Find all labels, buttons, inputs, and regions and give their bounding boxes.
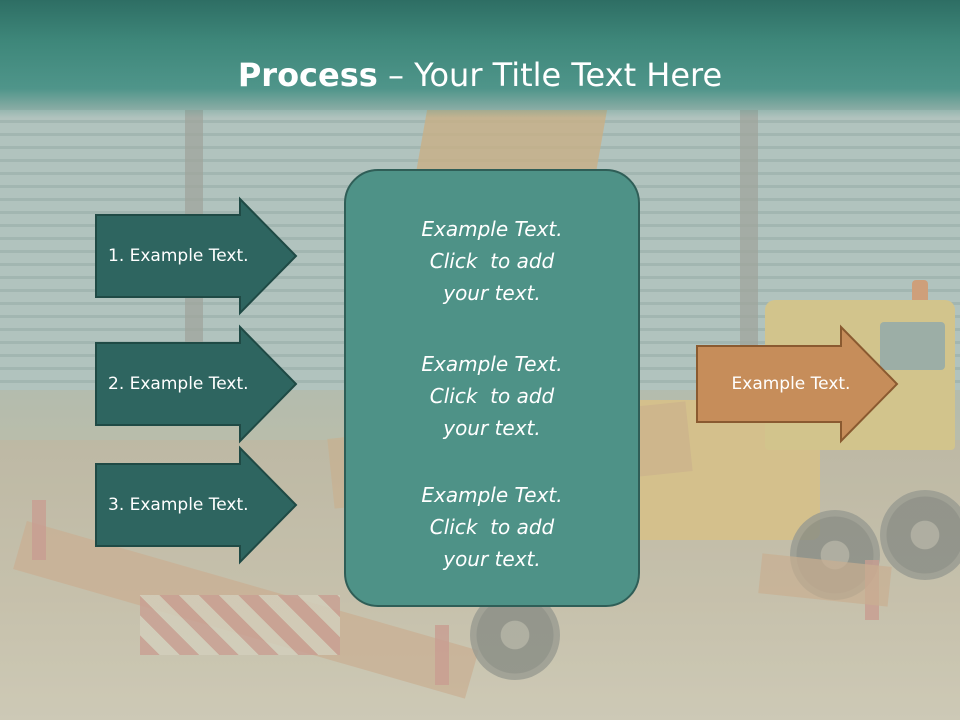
outrigger-jack: [435, 625, 449, 685]
slide-title[interactable]: Process – Your Title Text Here: [0, 50, 960, 100]
arrow-shape: [95, 196, 298, 316]
step-label: 1. Example Text.: [108, 246, 249, 266]
result-label: Example Text.: [731, 374, 851, 394]
panel-line: your text.: [443, 416, 541, 440]
panel-line: Click to add: [429, 384, 555, 408]
arrow-shape: [95, 445, 298, 565]
result-arrow[interactable]: Example Text.: [696, 324, 899, 444]
panel-line: Click to add: [429, 515, 555, 539]
panel-line: Example Text.: [421, 217, 563, 241]
step-arrow-2[interactable]: 2. Example Text.: [95, 324, 298, 444]
arrow-polygon: [95, 324, 298, 444]
panel-line: Example Text.: [421, 483, 563, 507]
slide-title-rest: – Your Title Text Here: [377, 56, 723, 94]
slide-title-strong: Process: [237, 56, 378, 94]
truck-wheel: [880, 490, 960, 580]
step-label: 3. Example Text.: [108, 495, 249, 515]
step-arrow-1[interactable]: 1. Example Text.: [95, 196, 298, 316]
arrow-polygon: [696, 324, 899, 444]
panel-line: Example Text.: [421, 352, 563, 376]
title-bar: [0, 0, 960, 118]
beacon-light: [912, 280, 928, 300]
arrow-polygon: [95, 196, 298, 316]
panel-text-block-2[interactable]: Example Text. Click to add your text.: [346, 348, 638, 444]
hazard-stripes: [140, 595, 340, 655]
outrigger-jack: [32, 500, 46, 560]
panel-line: your text.: [443, 547, 541, 571]
step-arrow-3[interactable]: 3. Example Text.: [95, 445, 298, 565]
panel-text-block-3[interactable]: Example Text. Click to add your text.: [346, 479, 638, 575]
arrow-shape: [696, 324, 899, 444]
cab-window: [880, 322, 945, 370]
step-label: 2. Example Text.: [108, 374, 249, 394]
wall-post: [740, 110, 758, 410]
panel-text-block-1[interactable]: Example Text. Click to add your text.: [346, 213, 638, 309]
center-text-panel[interactable]: Example Text. Click to add your text. Ex…: [344, 169, 640, 607]
arrow-shape: [95, 324, 298, 444]
panel-line: your text.: [443, 281, 541, 305]
arrow-polygon: [95, 445, 298, 565]
panel-line: Click to add: [429, 249, 555, 273]
